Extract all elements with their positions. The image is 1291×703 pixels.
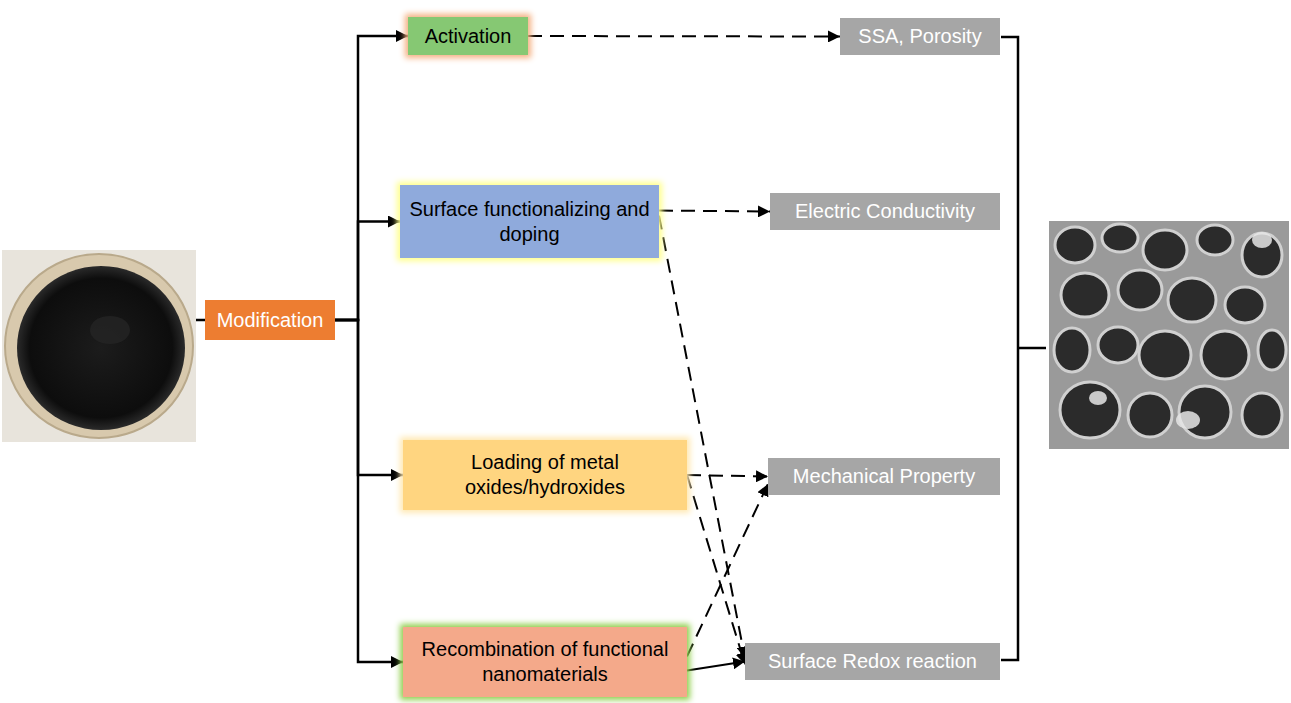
- property-box: SSA, Porosity: [840, 18, 1000, 55]
- effect-arrow: [687, 484, 768, 657]
- modification-box: Modification: [205, 300, 335, 340]
- node-label: Recombination of functional nanomaterial…: [411, 637, 679, 687]
- node-label: Surface Redox reaction: [768, 649, 977, 674]
- sem-image: [1049, 221, 1289, 449]
- bracket-connector: [335, 320, 403, 662]
- bracket-connector: [335, 36, 408, 320]
- node-label: Electric Conductivity: [795, 199, 975, 224]
- merge-bracket: [1001, 37, 1046, 660]
- node-label: Loading of metal oxides/hydroxides: [411, 450, 679, 500]
- powder-photo: [2, 250, 196, 442]
- method-box: Loading of metal oxides/hydroxides: [403, 440, 687, 510]
- node-label: Surface functionalizing and doping: [408, 197, 651, 247]
- node-label: Mechanical Property: [793, 464, 975, 489]
- effect-arrow: [687, 475, 768, 477]
- property-box: Surface Redox reaction: [745, 643, 1000, 680]
- bracket-connector: [335, 222, 400, 321]
- property-box: Electric Conductivity: [770, 193, 1000, 230]
- node-label: Activation: [425, 24, 512, 49]
- bracket-connector: [335, 320, 403, 475]
- effect-arrow: [528, 35, 840, 38]
- method-box: Surface functionalizing and doping: [400, 185, 659, 258]
- photo-link: [196, 319, 205, 322]
- method-box: Activation: [408, 17, 528, 55]
- effect-arrow: [659, 216, 745, 659]
- node-label: SSA, Porosity: [858, 24, 981, 49]
- property-box: Mechanical Property: [768, 458, 1000, 495]
- method-box: Recombination of functional nanomaterial…: [403, 627, 687, 697]
- node-label: Modification: [217, 308, 324, 333]
- effect-arrow: [687, 662, 745, 671]
- effect-arrow: [659, 210, 770, 213]
